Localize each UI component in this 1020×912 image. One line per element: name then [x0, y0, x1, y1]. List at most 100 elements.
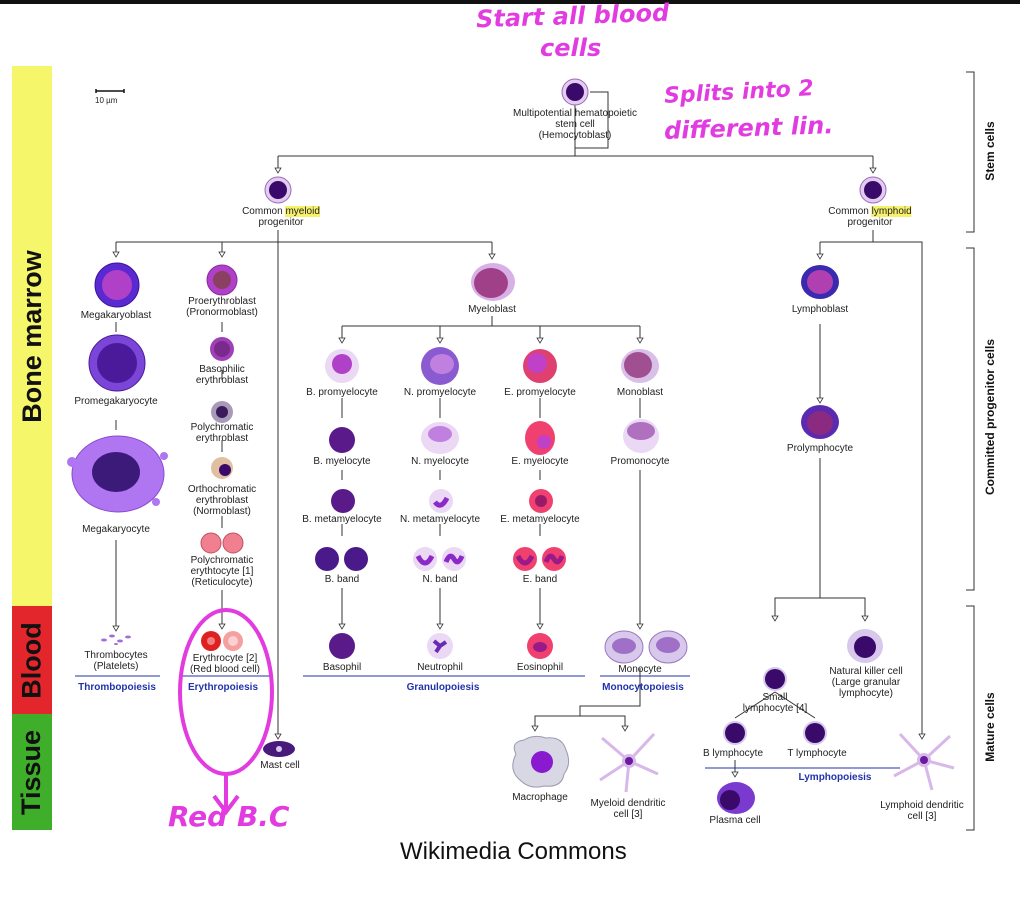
lymphoblast-label: Lymphoblast — [791, 304, 849, 315]
monocytopoiesis-label: Monocytopoiesis — [602, 682, 684, 693]
polychromatic-erythroblast-cell-icon — [211, 401, 233, 423]
plasma-cell-icon — [717, 782, 755, 814]
megakaryocyte-cell-icon — [67, 435, 168, 513]
myeloid-progenitor-cell-icon — [264, 176, 292, 204]
n-myelocyte-cell-icon — [421, 422, 459, 454]
basophilic-erythroblast-label: Basophilic erythroblast — [195, 364, 249, 386]
proerythroblast-cell-icon — [206, 264, 238, 296]
b-promyelocyte-cell-icon — [325, 349, 359, 383]
t-lymphocyte-label: T lymphocyte — [787, 748, 847, 759]
mast-cell-icon — [263, 741, 295, 757]
nk-cell-label: Natural killer cell (Large granular lymp… — [829, 666, 903, 699]
b-band-label: B. band — [324, 574, 360, 585]
e-metamyelocyte-cell-icon — [529, 489, 553, 513]
plasma-cell-label: Plasma cell — [709, 815, 761, 826]
n-band-label: N. band — [422, 574, 458, 585]
t-lymphocyte-cell-icon — [803, 721, 827, 745]
b-band-cell-icon — [315, 547, 368, 571]
promegakaryocyte-label: Promegakaryocyte — [74, 396, 158, 407]
n-myelocyte-label: N. myelocyte — [411, 456, 469, 467]
megakaryoblast-label: Megakaryoblast — [80, 310, 152, 321]
e-metamyelocyte-label: E. metamyelocyte — [500, 514, 580, 525]
hemocytoblast-label: Multipotential hematopoietic stem cell (… — [513, 108, 637, 141]
b-myelocyte-cell-icon — [329, 427, 355, 453]
committed-progenitor-label: Committed progenitor cells — [983, 338, 997, 496]
mature-cells-label: Mature cells — [983, 692, 997, 762]
orthochromatic-erythroblast-label: Orthochromatic erythroblast (Normoblast) — [187, 484, 257, 517]
erythrocyte-label: Erythrocyte [2] (Red blood cell) — [189, 653, 261, 675]
eosinophil-label: Eosinophil — [516, 662, 564, 673]
lymphoblast-cell-icon — [801, 265, 839, 299]
myeloid-progenitor-label: Common myeloid progenitor — [242, 206, 320, 228]
blood-band: Blood — [12, 606, 52, 714]
b-metamyelocyte-cell-icon — [331, 489, 355, 513]
hemocytoblast-cell-icon — [561, 78, 589, 106]
n-promyelocyte-label: N. promyelocyte — [403, 387, 477, 398]
myeloblast-label: Myeloblast — [468, 304, 516, 315]
e-myelocyte-label: E. myelocyte — [511, 456, 569, 467]
neutrophil-label: Neutrophil — [417, 662, 463, 673]
promonocyte-cell-icon — [623, 419, 659, 453]
monocyte-cell-icon — [604, 630, 688, 664]
myeloblast-cell-icon — [471, 263, 515, 301]
n-metamyelocyte-cell-icon — [429, 489, 453, 513]
basophil-cell-icon — [329, 633, 355, 659]
mast-cell-label: Mast cell — [260, 760, 300, 771]
myeloid-highlight: myeloid — [285, 206, 320, 217]
small-lymphocyte-label: Small lymphocyte [4] — [742, 692, 808, 714]
n-metamyelocyte-label: N. metamyelocyte — [399, 514, 481, 525]
reticulocyte-label: Polychromatic erythtocyte [1] (Reticuloc… — [190, 555, 254, 588]
lymphoid-highlight: lymphoid — [871, 206, 912, 217]
promegakaryocyte-cell-icon — [88, 334, 146, 392]
thrombopoiesis-label: Thrombopoiesis — [78, 682, 156, 693]
b-myelocyte-label: B. myelocyte — [313, 456, 371, 467]
bone-marrow-band: Bone marrow — [12, 66, 52, 606]
neutrophil-cell-icon — [427, 633, 453, 659]
top-border — [0, 0, 1020, 4]
erythrocyte-cell-icon — [201, 631, 243, 651]
e-band-cell-icon — [513, 547, 566, 571]
stem-cells-label: Stem cells — [983, 121, 997, 181]
basophilic-erythroblast-cell-icon — [210, 337, 234, 361]
scale-bar-label: 10 µm — [95, 96, 118, 105]
source-caption: Wikimedia Commons — [400, 838, 627, 865]
b-promyelocyte-label: B. promyelocyte — [306, 387, 378, 398]
erythropoiesis-circle-annotation — [178, 608, 274, 816]
myeloid-dendritic-cell-icon — [599, 732, 659, 793]
orthochromatic-erythroblast-cell-icon — [211, 457, 233, 479]
promonocyte-label: Promonocyte — [610, 456, 670, 467]
lymphoid-progenitor-label: Common lymphoid progenitor — [828, 206, 912, 228]
tissue-band: Tissue — [12, 714, 52, 830]
lymphoid-progenitor-cell-icon — [859, 176, 887, 204]
lymphoid-dendritic-cell-icon — [893, 732, 955, 791]
eosinophil-cell-icon — [527, 633, 553, 659]
b-lymphocyte-label: B lymphocyte — [702, 748, 764, 759]
monoblast-label: Monoblast — [616, 387, 664, 398]
e-promyelocyte-cell-icon — [523, 349, 557, 383]
start-annotation-line2: cells — [540, 34, 602, 62]
splits-annotation-line2: different lin. — [663, 111, 834, 145]
e-band-label: E. band — [522, 574, 558, 585]
proerythroblast-label: Proerythroblast (Pronormoblast) — [186, 296, 258, 318]
monoblast-cell-icon — [621, 349, 659, 383]
myeloid-dendritic-label: Myeloid dendritic cell [3] — [590, 798, 666, 820]
platelets-icon — [101, 634, 131, 645]
reticulocyte-cell-icon — [200, 532, 244, 554]
lymphoid-dendritic-label: Lymphoid dendritic cell [3] — [880, 800, 964, 822]
scale-bar-icon — [95, 89, 125, 93]
monocyte-label: Monocyte — [618, 664, 662, 675]
prolymphocyte-cell-icon — [801, 405, 839, 439]
n-promyelocyte-cell-icon — [421, 347, 459, 385]
red-bc-annotation: Red B.C — [168, 800, 290, 833]
nk-cell-icon — [847, 629, 883, 663]
small-lymphocyte-cell-icon — [763, 667, 787, 691]
megakaryoblast-cell-icon — [94, 262, 140, 308]
basophil-label: Basophil — [322, 662, 362, 673]
erythropoiesis-label: Erythropoiesis — [187, 682, 259, 693]
n-band-cell-icon — [413, 547, 466, 571]
b-lymphocyte-cell-icon — [723, 721, 747, 745]
megakaryocyte-label: Megakaryocyte — [82, 524, 150, 535]
lymphopoiesis-label: Lymphopoiesis — [798, 772, 872, 783]
